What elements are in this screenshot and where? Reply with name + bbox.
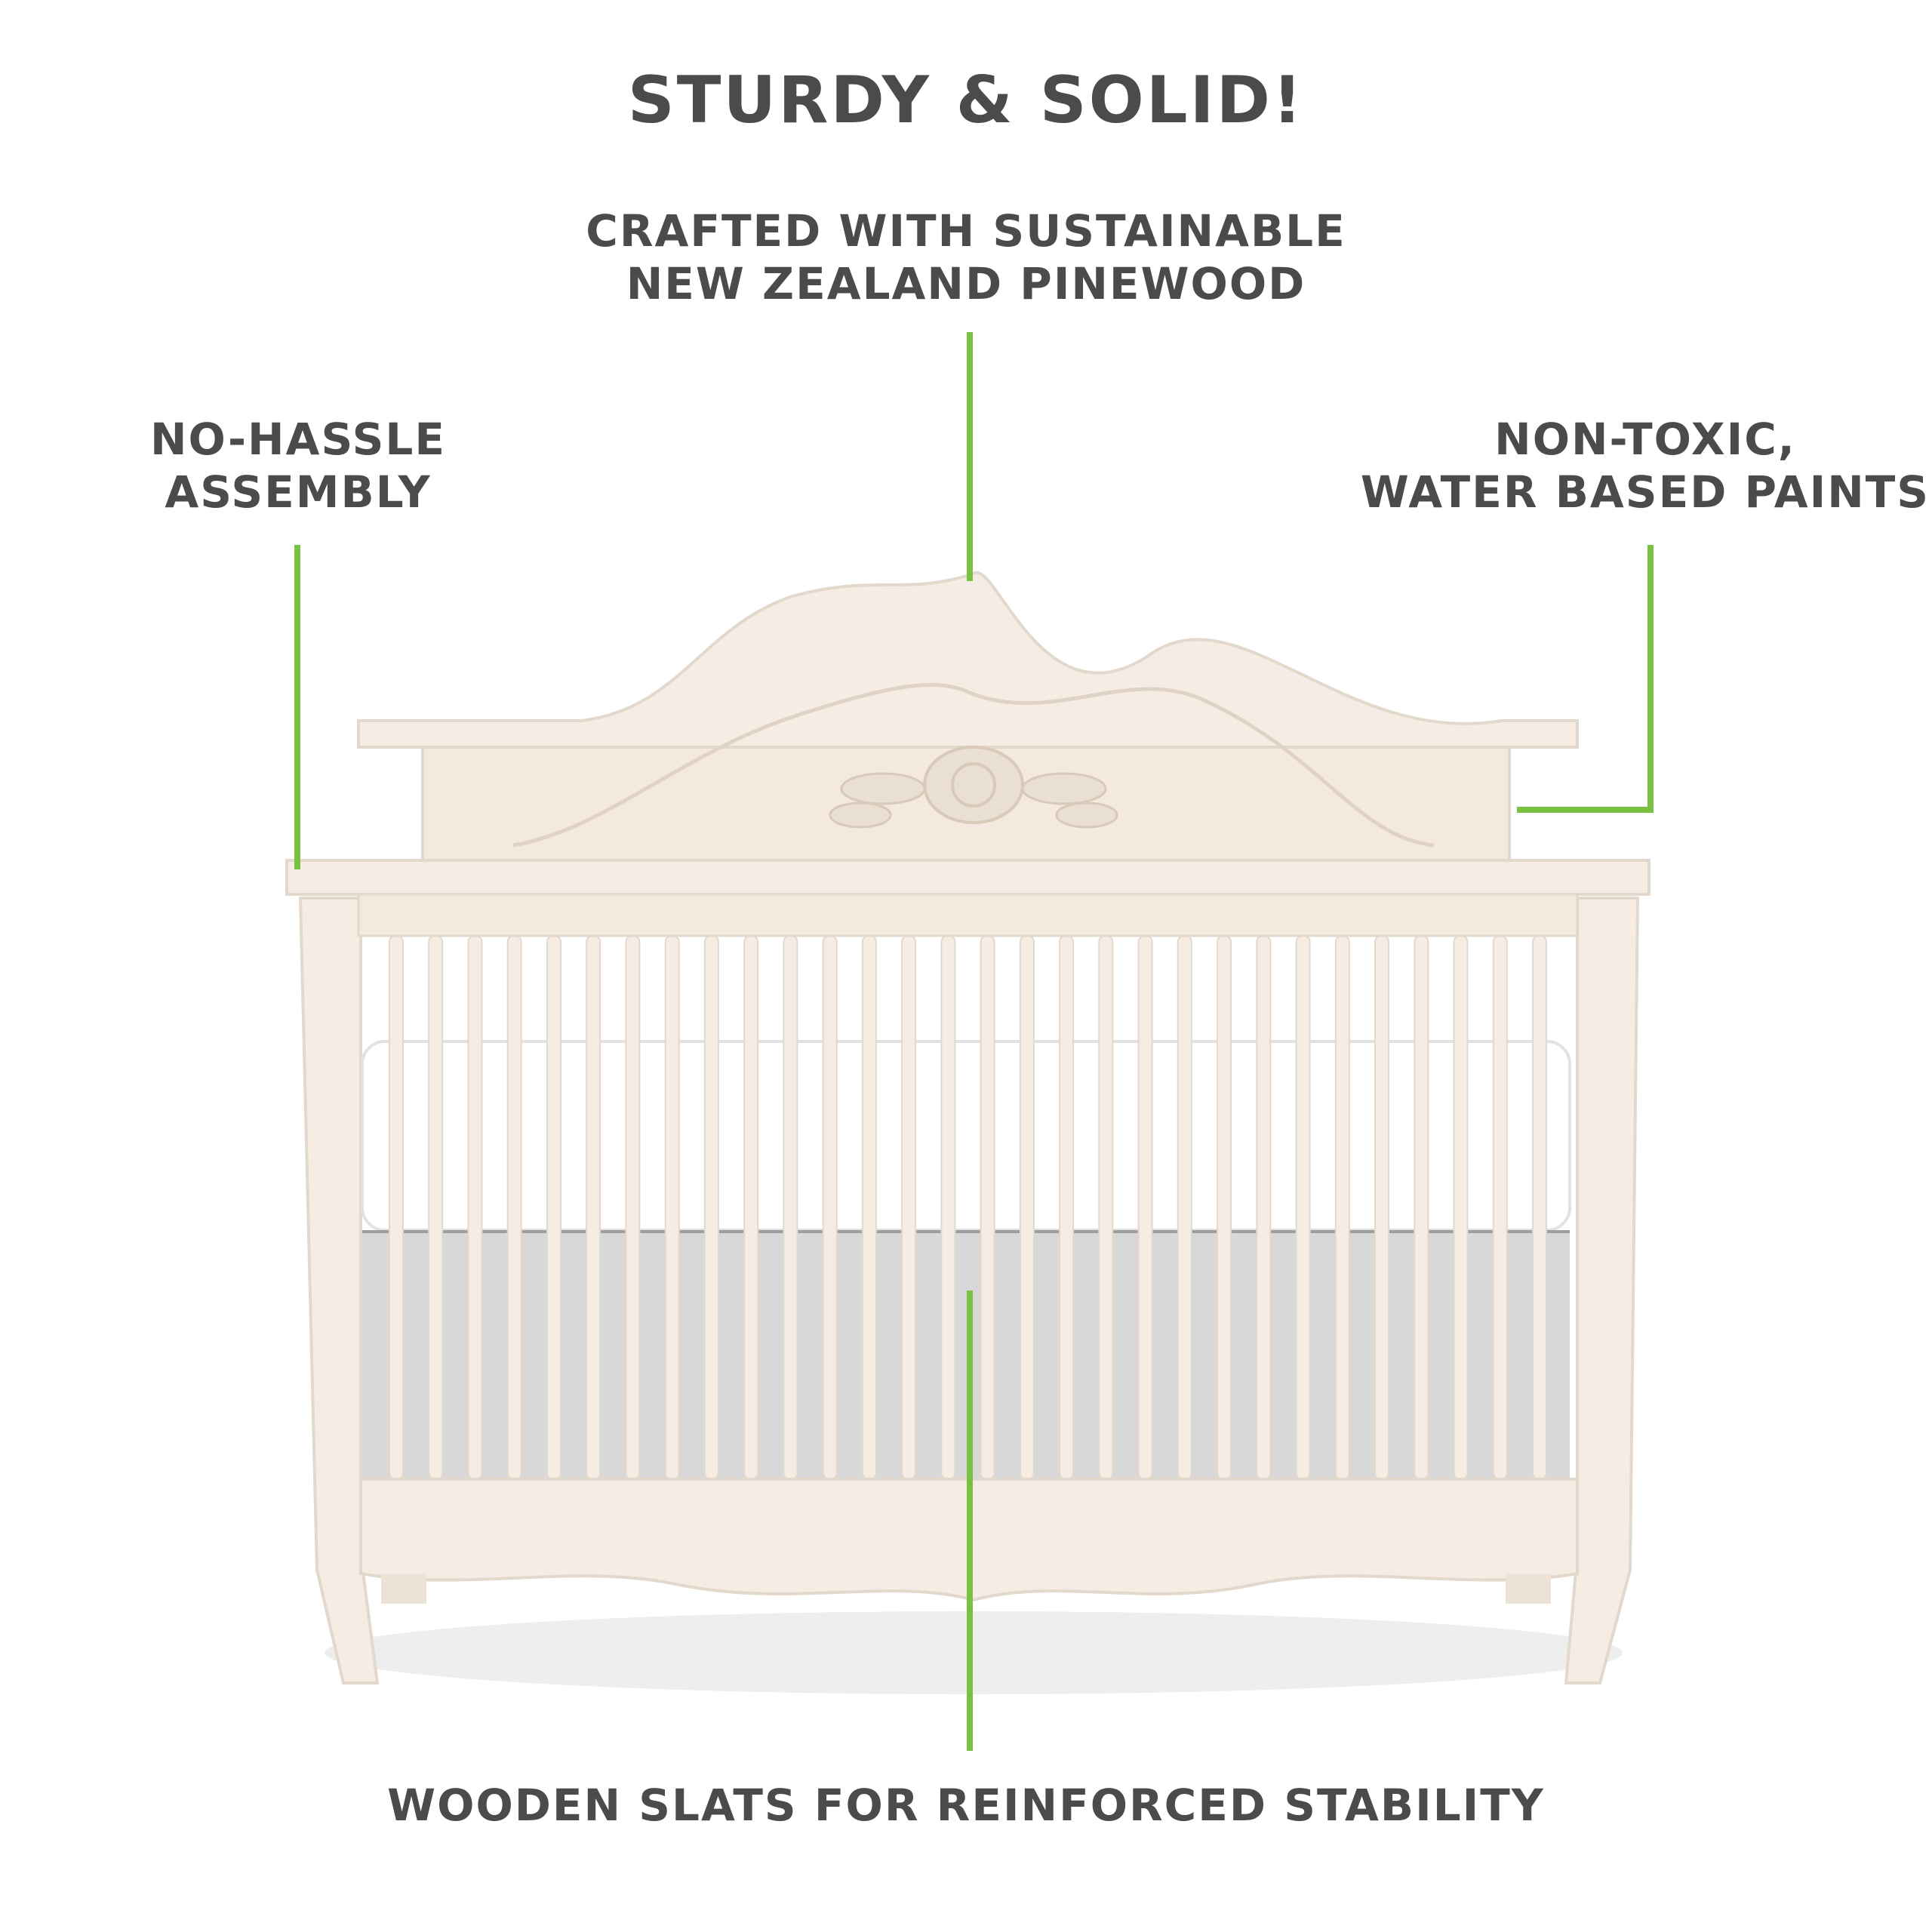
crib-slat [664, 935, 680, 1480]
callout-slats-line1: WOODEN SLATS FOR REINFORCED STABILITY [387, 1780, 1545, 1831]
crib-slat [1295, 935, 1311, 1480]
crib-slat [428, 935, 444, 1480]
crib-slat [1414, 935, 1429, 1480]
slats [389, 935, 1547, 1480]
callout-crafted: CRAFTED WITH SUSTAINABLE NEW ZEALAND PIN… [513, 205, 1419, 310]
callout-paints: NON-TOXIC, WATER BASED PAINTS [1358, 414, 1932, 518]
crib-slat [861, 935, 877, 1480]
callout-crafted-line2: NEW ZEALAND PINEWOOD [626, 257, 1306, 309]
crib-slat [1217, 935, 1232, 1480]
headboard-arch-molding [512, 683, 1435, 848]
rose-carving-icon [829, 746, 1118, 829]
crib-slat [1137, 935, 1153, 1480]
crib-slat [1019, 935, 1035, 1480]
crib-slat [901, 935, 917, 1480]
floor-shadow [325, 1611, 1623, 1694]
paints-leader-line-horizontal [1517, 807, 1654, 813]
crib-slat [940, 935, 956, 1480]
crib-slat [1453, 935, 1469, 1480]
callout-assembly: NO-HASSLE ASSEMBLY [68, 414, 528, 518]
page-title: STURDY & SOLID! [627, 63, 1305, 138]
crib-slat [546, 935, 561, 1480]
slats-leader-line [967, 1291, 973, 1751]
bed-skirt [362, 1230, 1570, 1479]
crib-slat [1098, 935, 1114, 1480]
crib-slat [467, 935, 483, 1480]
assembly-leader-line [294, 545, 300, 869]
crib-slat [743, 935, 759, 1480]
callout-assembly-line1: NO-HASSLE [150, 414, 446, 465]
callout-paints-line1: NON-TOXIC, [1494, 414, 1796, 465]
top-rail-band [357, 893, 1579, 937]
callout-slats: WOODEN SLATS FOR REINFORCED STABILITY [0, 1780, 1932, 1832]
crib-slat [1256, 935, 1272, 1480]
crib-slat [1059, 935, 1075, 1480]
crafted-leader-line [967, 332, 973, 581]
crib-slat [1492, 935, 1508, 1480]
callout-paints-line2: WATER BASED PAINTS [1360, 466, 1930, 518]
crib-slat [703, 935, 719, 1480]
callout-crafted-line1: CRAFTED WITH SUSTAINABLE [586, 205, 1346, 257]
crib-slat [1532, 935, 1547, 1480]
top-rail [285, 859, 1651, 896]
crib-slat [586, 935, 601, 1480]
crib-slat [1177, 935, 1192, 1480]
back-foot-right [1506, 1574, 1551, 1604]
paints-leader-line-vertical [1647, 545, 1654, 813]
crib-slat [822, 935, 838, 1480]
crib-slat [1334, 935, 1350, 1480]
headboard-crown [357, 571, 1579, 749]
crib-slat [389, 935, 404, 1480]
crib-slat [625, 935, 641, 1480]
crib-slat [506, 935, 522, 1480]
crib-slat [783, 935, 798, 1480]
callout-assembly-line2: ASSEMBLY [165, 466, 432, 518]
crib-slat [1374, 935, 1389, 1480]
crib-slat [980, 935, 995, 1480]
back-foot-left [381, 1574, 426, 1604]
